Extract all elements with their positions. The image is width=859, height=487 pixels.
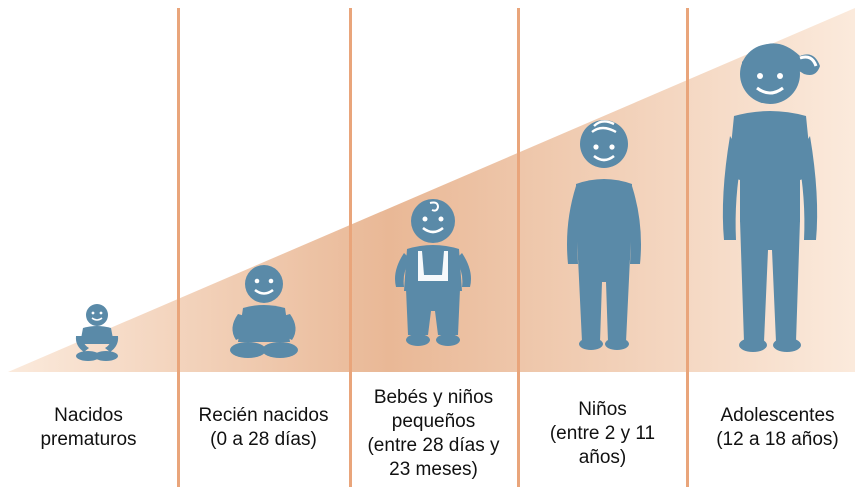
- newborn-icon: [230, 265, 298, 358]
- adolescent-icon: [722, 43, 820, 352]
- label-adolescent: Adolescentes (12 a 18 años): [716, 405, 839, 450]
- divider-4: [686, 8, 689, 487]
- label-toddler: Bebés y niños pequeños (entre 28 días y …: [367, 387, 500, 480]
- divider-2: [349, 8, 352, 487]
- divider-1: [177, 8, 180, 487]
- label-preterm: Nacidos prematuros: [40, 405, 137, 450]
- label-newborn: Recién nacidos (0 a 28 días): [198, 405, 329, 450]
- child-icon: [567, 120, 641, 350]
- toddler-icon: [395, 199, 471, 346]
- label-child: Niños (entre 2 y 11 años): [549, 399, 656, 468]
- preterm-baby-icon: [75, 304, 119, 361]
- divider-3: [517, 8, 520, 487]
